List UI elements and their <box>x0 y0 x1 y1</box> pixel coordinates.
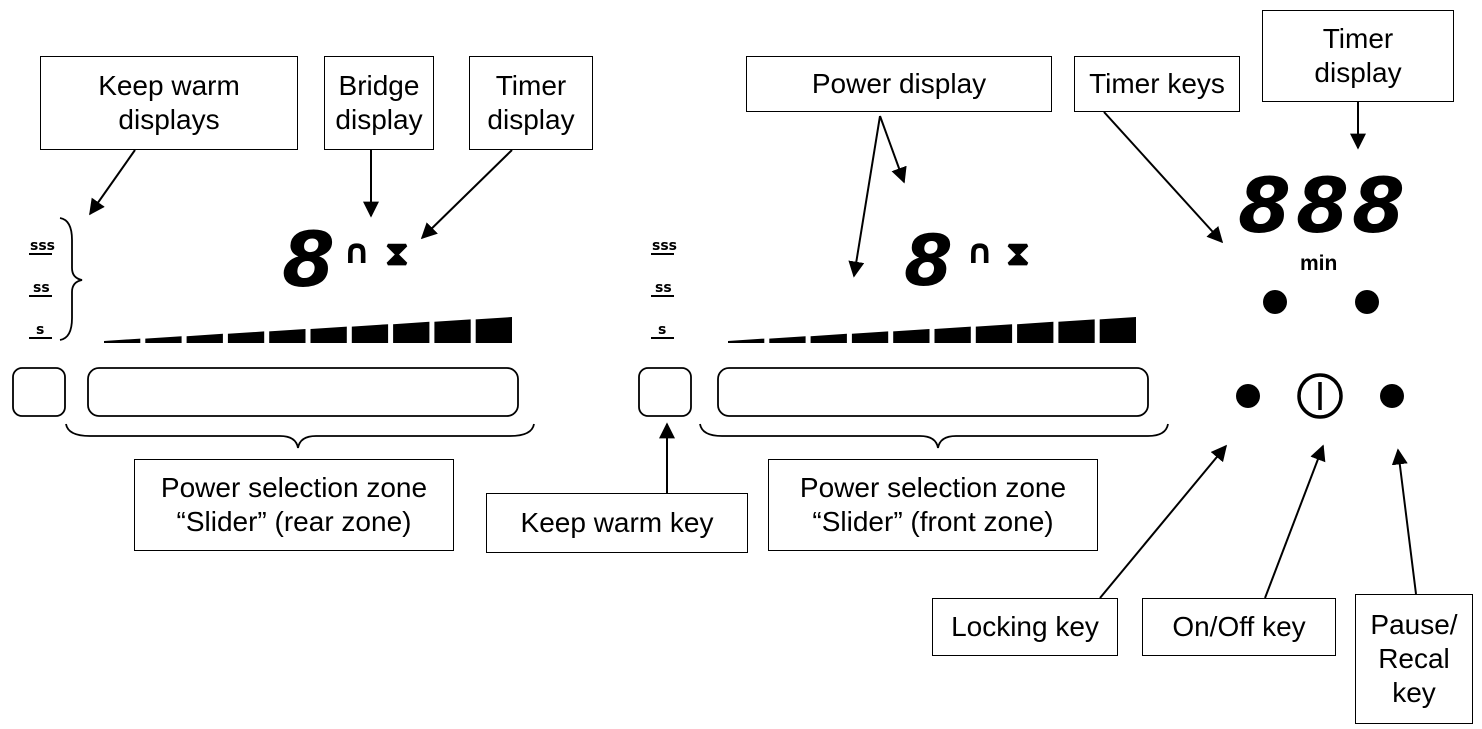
power-level-segment <box>269 329 306 343</box>
power-level-segment <box>145 336 182 343</box>
timer-plus-key[interactable] <box>1355 290 1379 314</box>
power-level-bars-front <box>728 317 1136 343</box>
power-level-segment <box>810 333 847 343</box>
power-level-segment <box>310 326 347 343</box>
keep-warm-level-2: ss <box>655 280 672 296</box>
power-level-segment <box>1058 319 1095 343</box>
label-slider-front: Power selection zone “Slider” (front zon… <box>768 459 1098 551</box>
power-level-segment <box>393 321 430 343</box>
pause-recal-key[interactable] <box>1380 384 1404 408</box>
label-on-off-key: On/Off key <box>1142 598 1336 656</box>
timer-digit-1: 8 <box>1238 161 1291 250</box>
label-timer-keys: Timer keys <box>1074 56 1240 112</box>
power-level-segment <box>934 326 971 343</box>
on-off-key[interactable] <box>1297 373 1343 419</box>
front-power-display: 8 <box>904 220 953 302</box>
power-level-segment <box>893 329 930 343</box>
timer-digit-3: 8 <box>1352 161 1405 250</box>
slider-rear-zone[interactable] <box>87 367 519 417</box>
label-keep-warm-key: Keep warm key <box>486 493 748 553</box>
label-timer-display-left: Timer display <box>469 56 593 150</box>
power-level-segment <box>475 317 512 343</box>
keep-warm-level-1: s <box>36 322 44 338</box>
power-level-segment <box>975 324 1013 343</box>
power-level-segment <box>1099 317 1136 343</box>
rear-power-display: 8 <box>282 215 335 304</box>
locking-key[interactable] <box>1236 384 1260 408</box>
power-level-segment <box>728 338 765 343</box>
slider-front-brace <box>699 423 1169 449</box>
label-timer-display-right: Timer display <box>1262 10 1454 102</box>
power-level-segment <box>186 333 223 343</box>
power-level-segment <box>434 319 471 343</box>
keep-warm-brace <box>59 217 83 341</box>
bridge-display-icon: ∩ <box>343 232 371 272</box>
timer-unit-label: min <box>1300 252 1338 275</box>
power-level-segment <box>227 331 265 343</box>
power-level-segment <box>104 338 141 343</box>
front-bridge-icon: ∩ <box>966 232 994 272</box>
keep-warm-level-3: sss <box>652 238 677 254</box>
keep-warm-level-1: s <box>658 322 666 338</box>
slider-rear-brace <box>65 423 535 449</box>
callout-arrows <box>89 102 1417 599</box>
label-bridge-display: Bridge display <box>324 56 434 150</box>
front-timer-hourglass-icon: ⧗ <box>1006 234 1030 274</box>
power-level-bars-rear <box>104 317 512 343</box>
timer-digit-2: 8 <box>1296 161 1349 250</box>
timer-display-hourglass-icon: ⧗ <box>385 234 409 274</box>
label-locking-key: Locking key <box>932 598 1118 656</box>
keep-warm-key-front[interactable] <box>638 367 692 417</box>
slider-front-zone[interactable] <box>717 367 1149 417</box>
power-level-segment <box>769 336 806 343</box>
timer-minus-key[interactable] <box>1263 290 1287 314</box>
label-pause-recal-key: Pause/ Recal key <box>1355 594 1473 724</box>
power-level-segment <box>351 324 389 343</box>
keep-warm-indicators-front: sss ss s <box>651 238 677 339</box>
label-slider-rear: Power selection zone “Slider” (rear zone… <box>134 459 454 551</box>
label-power-display: Power display <box>746 56 1052 112</box>
label-keep-warm-displays: Keep warm displays <box>40 56 298 150</box>
keep-warm-level-2: ss <box>33 280 50 296</box>
power-level-segment <box>1017 321 1054 343</box>
keep-warm-level-3: sss <box>30 238 55 254</box>
power-level-segment <box>851 331 889 343</box>
keep-warm-indicators-rear: sss ss s <box>29 217 83 341</box>
keep-warm-key-rear[interactable] <box>12 367 66 417</box>
